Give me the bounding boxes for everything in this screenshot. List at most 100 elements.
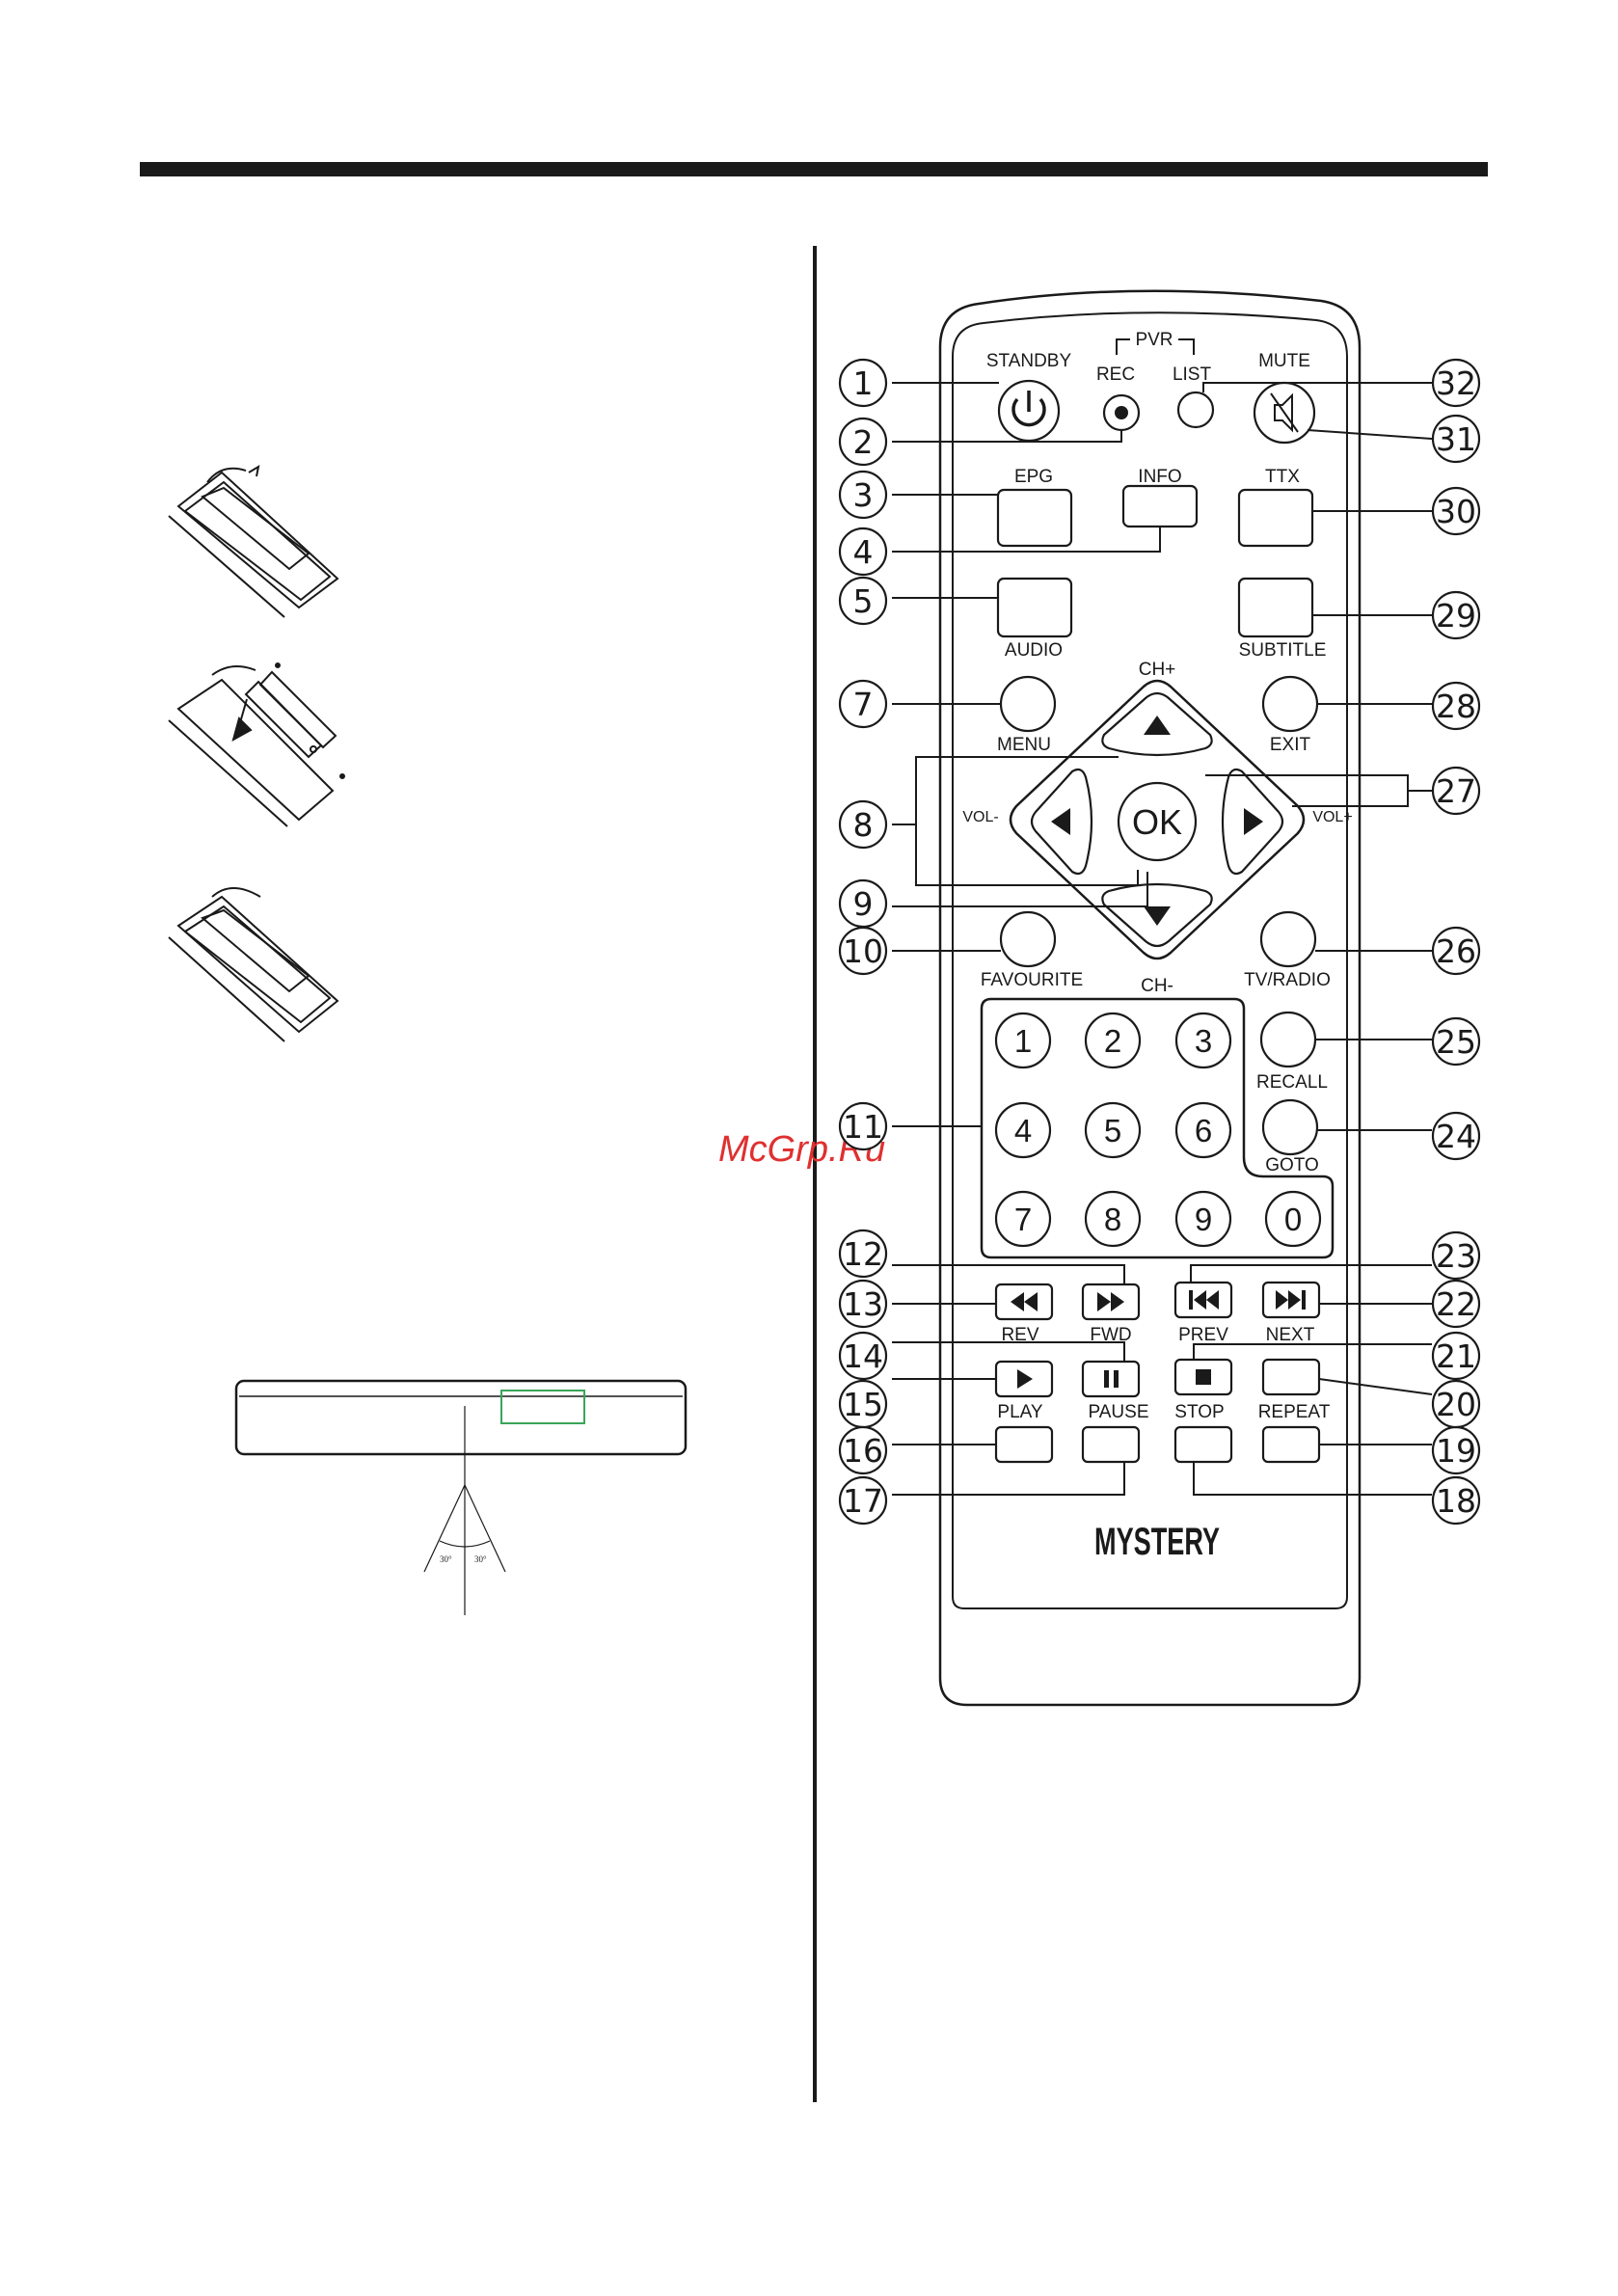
ok-button[interactable]: OK (1119, 783, 1196, 860)
svg-text:8: 8 (853, 806, 874, 844)
keypad-button[interactable]: 6 (1176, 1103, 1230, 1157)
channel-up-button[interactable] (1102, 693, 1211, 755)
mute-label: MUTE (1258, 351, 1310, 371)
callout-15: 15 (840, 1381, 886, 1427)
keypad-button[interactable]: 7 (996, 1192, 1050, 1246)
keypad-button[interactable]: 2 (1086, 1013, 1140, 1067)
stop-button[interactable] (1175, 1360, 1231, 1394)
svg-text:19: 19 (1436, 1432, 1476, 1470)
callout-20: 20 (1433, 1381, 1479, 1427)
mute-button[interactable] (1254, 383, 1314, 443)
menu-label: MENU (997, 735, 1051, 755)
function-key-16[interactable] (996, 1427, 1052, 1462)
svg-text:24: 24 (1436, 1118, 1476, 1155)
svg-text:30: 30 (1436, 493, 1476, 530)
fwd-button[interactable] (1083, 1284, 1139, 1319)
svg-text:18: 18 (1436, 1482, 1476, 1520)
recall-label: RECALL (1256, 1072, 1328, 1093)
svg-text:27: 27 (1436, 772, 1476, 810)
callout-30: 30 (1433, 488, 1479, 534)
channel-down-button[interactable] (1102, 884, 1211, 946)
svg-text:17: 17 (843, 1482, 883, 1520)
svg-text:15: 15 (843, 1386, 883, 1423)
exit-button[interactable] (1263, 677, 1317, 731)
keypad-button[interactable]: 1 (996, 1013, 1050, 1067)
volume-down-button[interactable] (1032, 770, 1092, 874)
rev-button[interactable] (996, 1284, 1052, 1319)
callout-16: 16 (840, 1427, 886, 1473)
callout-17: 17 (840, 1477, 886, 1524)
play-button[interactable] (996, 1362, 1052, 1396)
keypad-button[interactable]: 3 (1176, 1013, 1230, 1067)
pause-button[interactable] (1083, 1362, 1139, 1396)
callout-32: 32 (1433, 360, 1479, 406)
svg-text:12: 12 (843, 1235, 883, 1273)
callout-9: 9 (840, 880, 886, 927)
volume-up-button[interactable] (1223, 770, 1282, 874)
svg-text:4: 4 (853, 533, 874, 571)
callout-1: 1 (840, 360, 886, 406)
rec-button[interactable] (1104, 395, 1139, 430)
audio-button[interactable] (998, 579, 1071, 636)
callout-11: 11 (840, 1103, 886, 1149)
subtitle-label: SUBTITLE (1239, 640, 1327, 661)
epg-button[interactable] (998, 490, 1071, 546)
pause-label: PAUSE (1088, 1402, 1148, 1422)
favourite-button[interactable] (1001, 912, 1055, 966)
keypad-label: 7 (1014, 1202, 1032, 1237)
brand-logo: MYSTERY (1094, 1521, 1220, 1563)
function-key-19[interactable] (1263, 1427, 1319, 1462)
goto-button[interactable] (1263, 1100, 1317, 1154)
callout-5: 5 (840, 578, 886, 624)
callout-19: 19 (1433, 1427, 1479, 1473)
menu-button[interactable] (1001, 677, 1055, 731)
function-key-17[interactable] (1083, 1427, 1139, 1462)
callout-14: 14 (840, 1333, 886, 1379)
subtitle-button[interactable] (1239, 579, 1312, 636)
keypad-button[interactable]: 0 (1266, 1192, 1320, 1246)
svg-text:22: 22 (1436, 1285, 1476, 1323)
keypad-button[interactable]: 8 (1086, 1192, 1140, 1246)
repeat-button[interactable] (1263, 1360, 1319, 1394)
keypad-button[interactable]: 4 (996, 1103, 1050, 1157)
info-button[interactable] (1123, 486, 1197, 527)
keypad-label: 6 (1195, 1113, 1212, 1148)
info-label: INFO (1138, 467, 1181, 487)
tv-radio-button[interactable] (1261, 912, 1315, 966)
svg-text:14: 14 (843, 1337, 883, 1375)
svg-text:20: 20 (1436, 1386, 1476, 1423)
keypad-label: 5 (1104, 1113, 1121, 1148)
next-button[interactable] (1263, 1283, 1319, 1317)
recall-button[interactable] (1261, 1013, 1315, 1067)
svg-text:16: 16 (843, 1432, 883, 1470)
audio-label: AUDIO (1005, 640, 1063, 661)
prev-button[interactable] (1175, 1283, 1231, 1317)
callout-2: 2 (840, 419, 886, 465)
vol-minus-label: VOL- (962, 809, 998, 825)
next-label: NEXT (1266, 1325, 1315, 1345)
callout-4: 4 (840, 528, 886, 575)
keypad-label: 4 (1014, 1113, 1032, 1148)
svg-text:25: 25 (1436, 1023, 1476, 1061)
svg-text:31: 31 (1436, 420, 1476, 458)
favourite-label: FAVOURITE (981, 970, 1083, 990)
keypad-button[interactable]: 5 (1086, 1103, 1140, 1157)
keypad-button[interactable]: 9 (1176, 1192, 1230, 1246)
callout-18: 18 (1433, 1477, 1479, 1524)
keypad-label: 8 (1104, 1202, 1121, 1237)
svg-text:28: 28 (1436, 688, 1476, 725)
callout-22: 22 (1433, 1281, 1479, 1327)
ttx-button[interactable] (1239, 490, 1312, 546)
keypad-label: 9 (1195, 1202, 1212, 1237)
vol-plus-label: VOL+ (1312, 809, 1352, 825)
svg-text:10: 10 (843, 932, 883, 970)
svg-text:23: 23 (1436, 1237, 1476, 1275)
callout-3: 3 (840, 472, 886, 518)
list-button[interactable] (1178, 392, 1213, 427)
function-key-18[interactable] (1175, 1427, 1231, 1462)
list-label: LIST (1173, 365, 1212, 385)
svg-text:29: 29 (1436, 597, 1476, 635)
pvr-label: PVR (1135, 330, 1173, 350)
standby-button[interactable] (999, 381, 1059, 441)
